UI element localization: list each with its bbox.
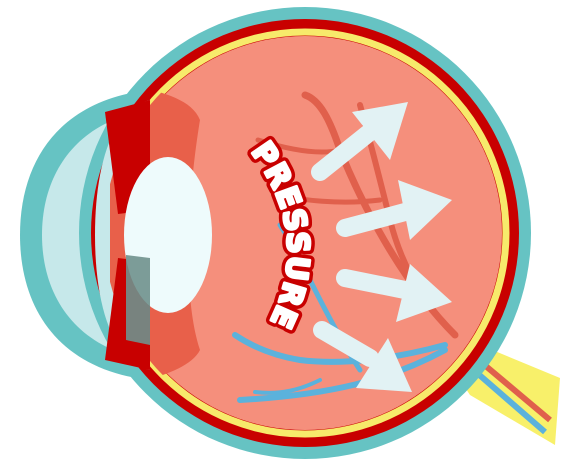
eye-cross-section-diagram: PRESSURE PRESSURE — [0, 0, 563, 472]
